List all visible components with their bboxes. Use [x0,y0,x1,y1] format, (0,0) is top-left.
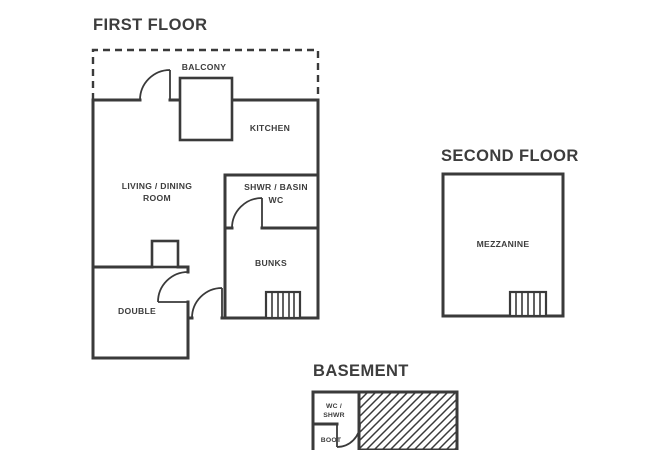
mezzanine-label: MEZZANINE [477,239,530,249]
bunks-label: BUNKS [255,258,287,268]
basement-plan: BASEMENT WC / SHWR BOOT [311,362,459,450]
first-floor-title: FIRST FLOOR [93,16,207,34]
first-floor-stairs-symbol [264,290,302,320]
wc-shwr-label-line1: WC / [326,403,342,410]
basement-door [336,423,361,448]
second-floor-plan: SECOND FLOOR MEZZANINE [441,147,579,318]
balcony-outline [91,48,320,100]
wc-shwr-label-line2: SHWR [323,412,345,419]
basement-walls [311,390,459,450]
kitchen-fixture [178,76,234,142]
basement-hatched-area [357,390,459,450]
shower-basin-label: SHWR / BASIN [244,182,308,192]
double-label: DOUBLE [118,306,156,316]
wardrobe-fixture [150,239,180,269]
second-floor-title: SECOND FLOOR [441,147,579,165]
stairs-treads [271,292,295,318]
living-dining-label-line2: ROOM [143,193,171,203]
boot-label: BOOT [321,437,342,444]
balcony-label: BALCONY [182,62,227,72]
second-floor-walls [441,172,565,318]
first-floor-doors [139,69,263,319]
basement-title: BASEMENT [313,362,409,380]
second-floor-stairs-symbol [508,290,548,318]
kitchen-label: KITCHEN [250,123,290,133]
first-floor-plan: FIRST FLOOR BALCONY KITCHEN LIVING / DIN… [91,16,320,360]
wc-label: WC [269,195,284,205]
stairs-treads [515,292,541,316]
living-dining-label-line1: LIVING / DINING [122,181,192,191]
